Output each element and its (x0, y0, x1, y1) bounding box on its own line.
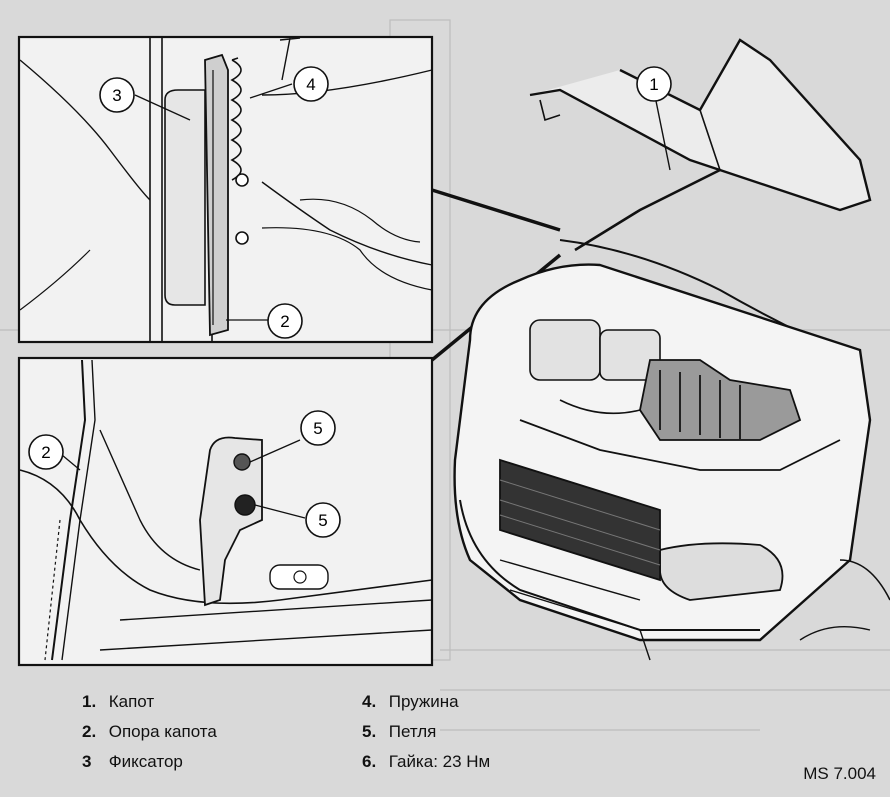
legend-item-4: 4. Пружина (362, 692, 459, 712)
legend-num: 2. (82, 722, 97, 741)
legend-label: Фиксатор (108, 752, 183, 771)
car-illustration (453, 38, 890, 661)
callout-5-lower (305, 502, 341, 538)
hinge-bracket (199, 436, 263, 607)
legend-label: Капот (108, 692, 155, 711)
inset-top: 3 4 2 (17, 35, 434, 344)
callout-2-bottom-label: 2 (41, 443, 50, 462)
callout-1 (636, 66, 672, 102)
hinge-bolt-lower (234, 494, 256, 516)
legend-num: 5. (362, 722, 377, 741)
hood-strut (574, 168, 721, 252)
legend-label: Опора капота (108, 722, 217, 741)
reference-code: MS 7.004 (803, 764, 876, 783)
legend-item-5: 5. Петля (362, 722, 436, 742)
callout-3-label: 3 (112, 86, 121, 105)
legend-item-6: 6. Гайка: 23 Нм (362, 752, 490, 772)
hinge-bolt-upper (233, 453, 251, 471)
legend-num: 4. (362, 692, 377, 711)
strut-body (204, 53, 229, 337)
grille (499, 458, 661, 582)
callout-2-bottom (28, 434, 64, 470)
callout-5-upper (300, 410, 336, 446)
legend-item-3: 3 Фиксатор (82, 752, 183, 772)
hood-raised (529, 38, 872, 212)
pillar-outline (149, 38, 163, 342)
callout-5-upper-label: 5 (313, 419, 322, 438)
legend-label: Гайка: 23 Нм (388, 752, 491, 771)
legend-num: 3 (82, 752, 92, 771)
callout-2-top (267, 303, 303, 339)
bumper (459, 499, 760, 631)
legend-num: 6. (362, 752, 377, 771)
callout-4 (293, 66, 329, 102)
legend-label: Петля (388, 722, 437, 741)
support-rod-lower (51, 359, 87, 661)
spring (230, 57, 242, 181)
legend-num: 1. (82, 692, 97, 711)
callout-3 (99, 77, 135, 113)
legend: 1. Капот 2. Опора капота 3 Фиксатор 4. П… (82, 692, 502, 782)
legend-label: Пружина (388, 692, 459, 711)
callout-4-label: 4 (306, 75, 315, 94)
callout-2-top-label: 2 (280, 312, 289, 331)
callout-1-label: 1 (649, 75, 658, 94)
car-body-outline (453, 263, 872, 642)
headlight (659, 542, 784, 601)
legend-item-2: 2. Опора капота (82, 722, 217, 742)
hinge-plate (164, 89, 206, 306)
inset-bottom: 5 5 2 (17, 356, 434, 667)
legend-item-1: 1. Капот (82, 692, 154, 712)
callout-5-lower-label: 5 (318, 511, 327, 530)
